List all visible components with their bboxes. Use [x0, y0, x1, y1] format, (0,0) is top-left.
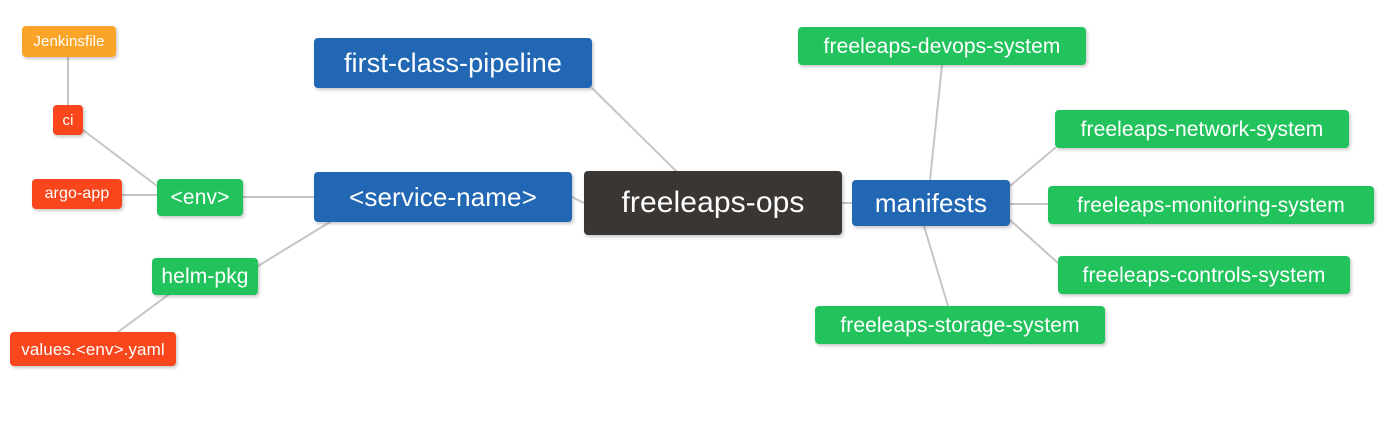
edge-ops-service	[571, 196, 585, 204]
mindmap-node-label: ci	[62, 111, 74, 129]
mindmap-node-label: freeleaps-storage-system	[840, 313, 1080, 337]
mindmap-node-label: <service-name>	[349, 182, 537, 212]
mindmap-node-freeleaps-ops[interactable]: freeleaps-ops	[584, 171, 842, 235]
mindmap-node-first-class-pipeline[interactable]: first-class-pipeline	[314, 38, 592, 88]
edge-manifests-network	[1009, 147, 1056, 187]
mindmap-node-label: Jenkinsfile	[33, 33, 105, 50]
mindmap-node-label: manifests	[874, 188, 988, 218]
mindmap-node-freeleaps-devops-system[interactable]: freeleaps-devops-system	[798, 27, 1086, 65]
mindmap-node-label: argo-app	[44, 185, 110, 202]
mindmap-node-values-env-yaml[interactable]: values.<env>.yaml	[10, 332, 176, 366]
mindmap-node-manifests[interactable]: manifests	[852, 180, 1010, 226]
mindmap-node-label: freeleaps-monitoring-system	[1077, 193, 1345, 217]
mindmap-node-label: helm-pkg	[161, 265, 249, 288]
mindmap-node-label: <env>	[170, 186, 230, 209]
mindmap-node-freeleaps-controls-system[interactable]: freeleaps-controls-system	[1058, 256, 1350, 294]
mindmap-node-label: freeleaps-controls-system	[1082, 263, 1326, 287]
mindmap-node-env[interactable]: <env>	[157, 179, 243, 216]
mindmap-node-label: freeleaps-ops	[621, 186, 805, 219]
mindmap-node-service-name[interactable]: <service-name>	[314, 172, 572, 222]
edge-ops-pipeline	[591, 87, 677, 172]
mindmap-node-ci[interactable]: ci	[53, 105, 83, 135]
mindmap-node-freeleaps-monitoring-system[interactable]: freeleaps-monitoring-system	[1048, 186, 1374, 224]
mindmap-node-freeleaps-network-system[interactable]: freeleaps-network-system	[1055, 110, 1349, 148]
mindmap-node-label: freeleaps-network-system	[1080, 117, 1324, 141]
mindmap-node-label: first-class-pipeline	[343, 47, 563, 78]
edge-manifests-devops	[929, 64, 943, 181]
mindmap-node-label: values.<env>.yaml	[21, 339, 165, 359]
edge-manifests-storage	[923, 225, 949, 307]
edge-helm-values	[117, 294, 169, 333]
mindmap-node-jenkinsfile[interactable]: Jenkinsfile	[22, 26, 116, 57]
edge-env-ci	[82, 129, 158, 187]
mindmap-node-label: freeleaps-devops-system	[823, 34, 1061, 58]
mindmap-node-freeleaps-storage-system[interactable]: freeleaps-storage-system	[815, 306, 1105, 344]
mindmap-node-argo-app[interactable]: argo-app	[32, 179, 122, 209]
edge-service-helm	[257, 221, 331, 267]
mindmap-node-helm-pkg[interactable]: helm-pkg	[152, 258, 258, 295]
edge-manifests-controls	[1009, 219, 1059, 264]
